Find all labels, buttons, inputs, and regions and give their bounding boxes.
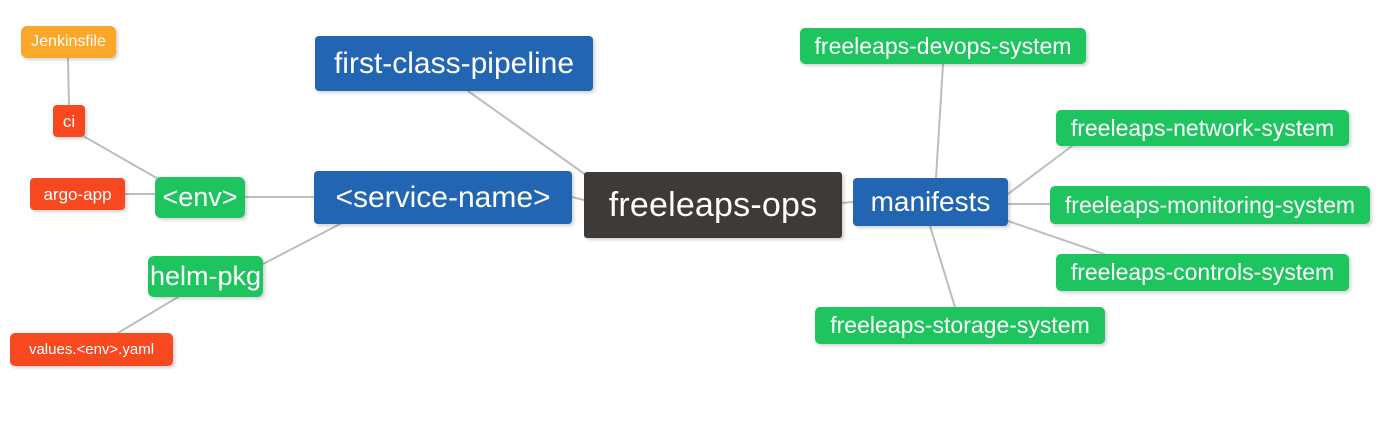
node-manifests[interactable]: manifests	[853, 178, 1008, 226]
node-label: <env>	[162, 182, 238, 212]
node-label: freeleaps-network-system	[1070, 114, 1335, 141]
node-label: Jenkinsfile	[31, 33, 106, 50]
node-freeleaps-devops-system[interactable]: freeleaps-devops-system	[800, 28, 1086, 64]
node-freeleaps-monitoring-system[interactable]: freeleaps-monitoring-system	[1050, 186, 1370, 224]
node-label: ci	[62, 111, 76, 131]
node-freeleaps-network-system[interactable]: freeleaps-network-system	[1056, 110, 1349, 146]
edge-manifests-to-storage-system	[929, 225, 956, 308]
edge-helm-pkg-to-values-yaml	[117, 296, 179, 334]
node-label: values.<env>.yaml	[28, 341, 155, 358]
edge-service-name-to-helm-pkg	[262, 223, 341, 265]
node-label: <service-name>	[335, 180, 551, 214]
node-label: freeleaps-devops-system	[814, 32, 1072, 59]
node-env[interactable]: <env>	[155, 177, 245, 218]
node-freeleaps-ops[interactable]: freeleaps-ops	[584, 172, 842, 238]
edge-manifests-to-devops-system	[935, 63, 944, 179]
node-label: freeleaps-monitoring-system	[1064, 191, 1356, 218]
node-argo-app[interactable]: argo-app	[30, 178, 125, 210]
node-label: first-class-pipeline	[333, 46, 575, 80]
node-jenkinsfile[interactable]: Jenkinsfile	[21, 26, 116, 58]
edge-env-to-ci	[84, 136, 161, 181]
node-label: manifests	[870, 186, 991, 217]
edge-manifests-to-controls-system	[1007, 220, 1105, 255]
node-first-class-pipeline[interactable]: first-class-pipeline	[315, 36, 593, 91]
node-service-name[interactable]: <service-name>	[314, 171, 572, 224]
node-label: freeleaps-ops	[608, 186, 818, 224]
node-label: argo-app	[43, 184, 112, 204]
edge-ci-to-jenkinsfile	[67, 57, 70, 106]
node-helm-pkg[interactable]: helm-pkg	[148, 256, 263, 297]
node-freeleaps-storage-system[interactable]: freeleaps-storage-system	[815, 307, 1105, 344]
node-label: freeleaps-storage-system	[830, 312, 1090, 338]
edge-root-to-first-class-pipeline	[467, 90, 594, 181]
node-label: helm-pkg	[149, 261, 262, 291]
edge-root-to-service-name	[571, 196, 585, 201]
edge-root-to-manifests	[841, 201, 854, 204]
node-ci[interactable]: ci	[53, 105, 85, 137]
node-freeleaps-controls-system[interactable]: freeleaps-controls-system	[1056, 254, 1349, 291]
node-values-yaml[interactable]: values.<env>.yaml	[10, 333, 173, 366]
node-label: freeleaps-controls-system	[1070, 259, 1335, 285]
